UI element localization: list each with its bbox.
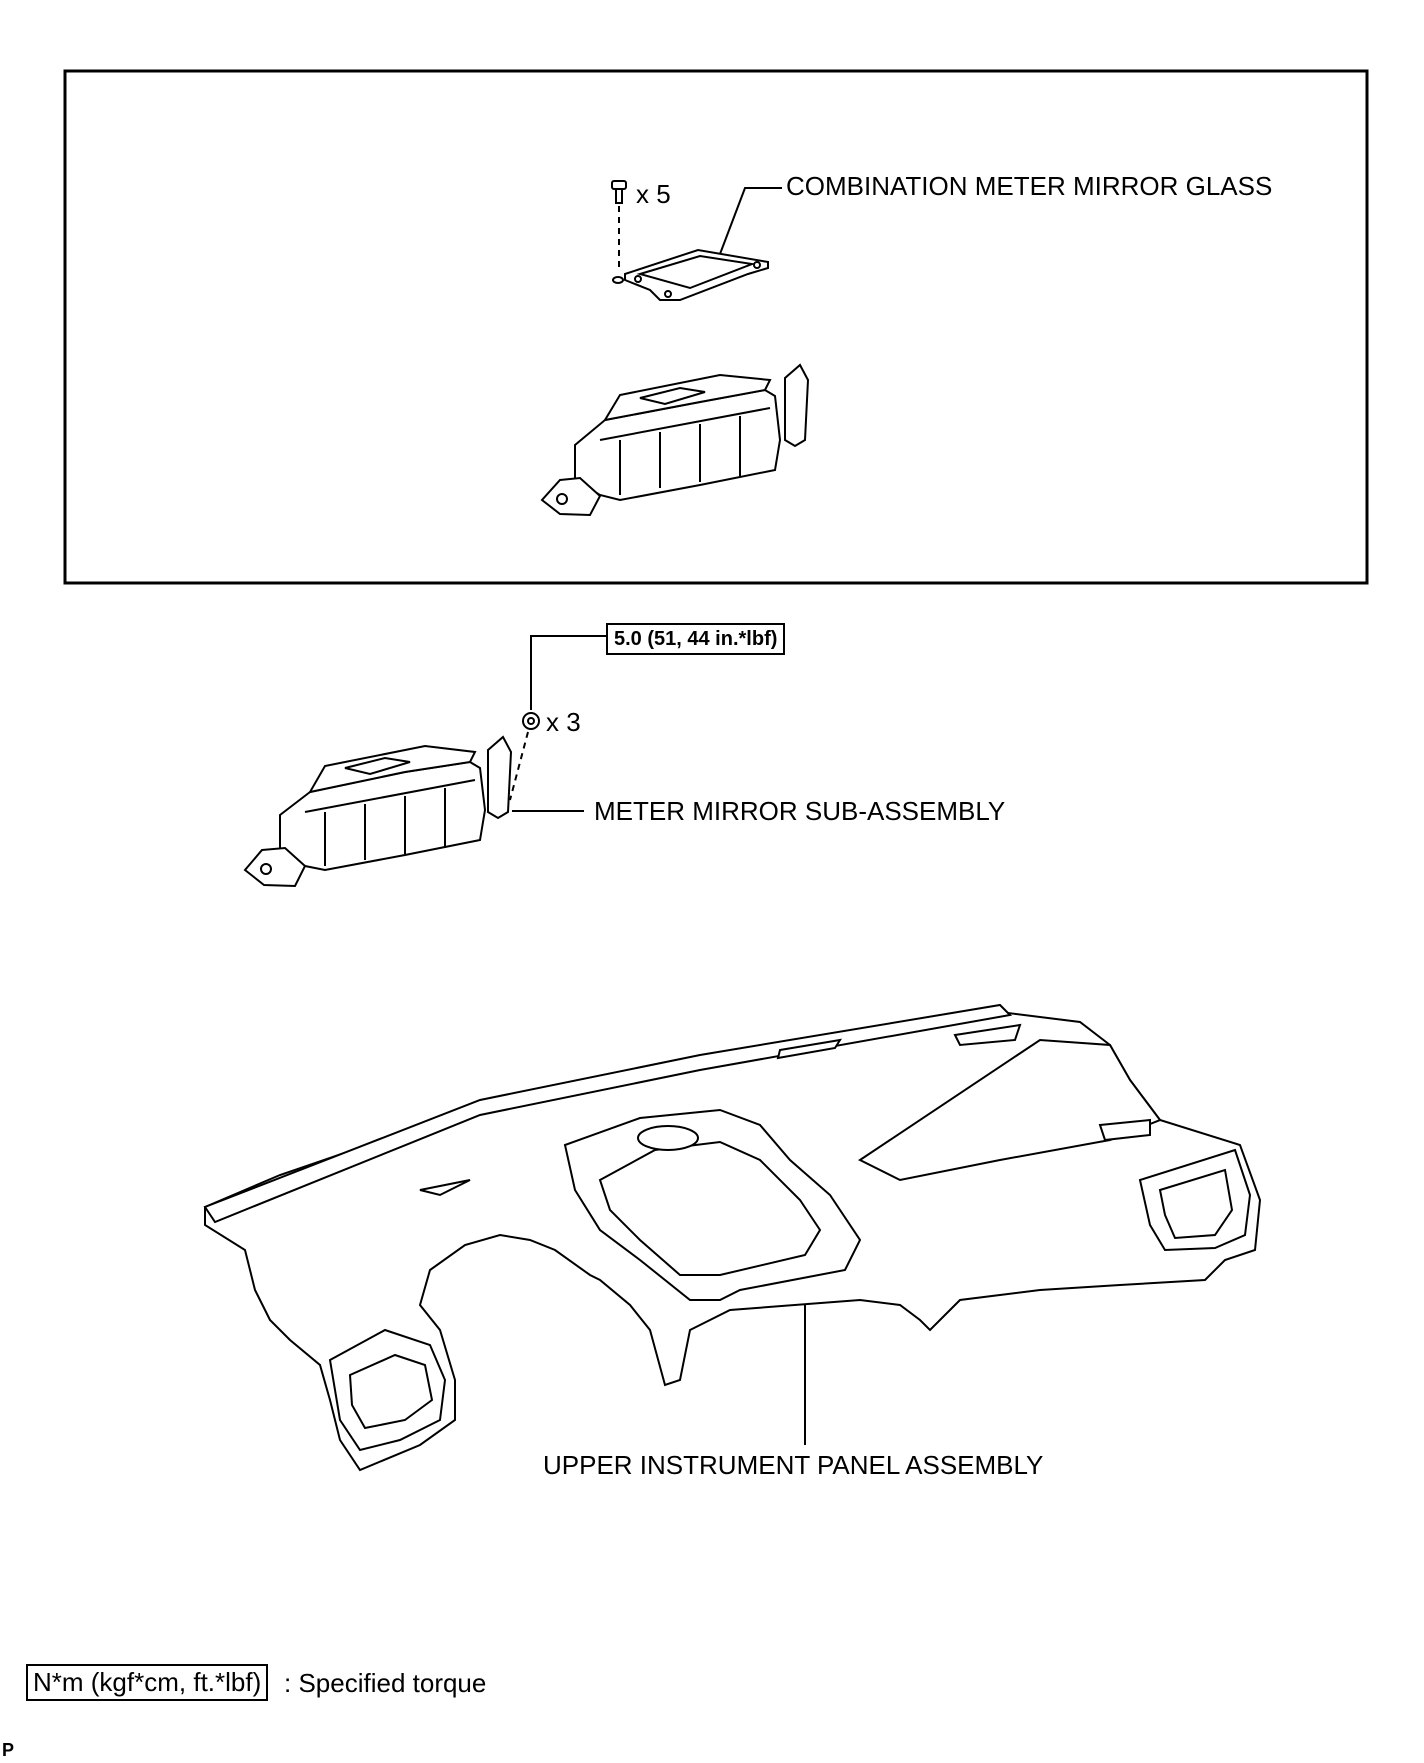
screw-quantity: x 5 bbox=[636, 179, 671, 209]
nut-quantity: x 3 bbox=[546, 707, 581, 737]
meter-assembly-top bbox=[540, 363, 810, 517]
legend-description: : Specified torque bbox=[284, 1668, 487, 1698]
meter-mirror-sub-part bbox=[243, 735, 513, 888]
legend-unit-box: N*m (kgf*cm, ft.*lbf) bbox=[26, 1664, 269, 1701]
screw-icon bbox=[611, 180, 627, 204]
nut-icon bbox=[522, 712, 540, 730]
meter-mirror-sub-label: METER MIRROR SUB-ASSEMBLY bbox=[594, 796, 1006, 826]
mirror-glass-part bbox=[624, 248, 769, 301]
upper-instrument-panel-part bbox=[203, 1003, 1262, 1472]
corner-mark: P bbox=[2, 1740, 15, 1760]
torque-spec-box: 5.0 (51, 44 in.*lbf) bbox=[606, 623, 786, 655]
detail-frame bbox=[63, 69, 1369, 585]
mirror-glass-label: COMBINATION METER MIRROR GLASS bbox=[786, 171, 1273, 201]
upper-panel-label: UPPER INSTRUMENT PANEL ASSEMBLY bbox=[543, 1450, 1044, 1480]
